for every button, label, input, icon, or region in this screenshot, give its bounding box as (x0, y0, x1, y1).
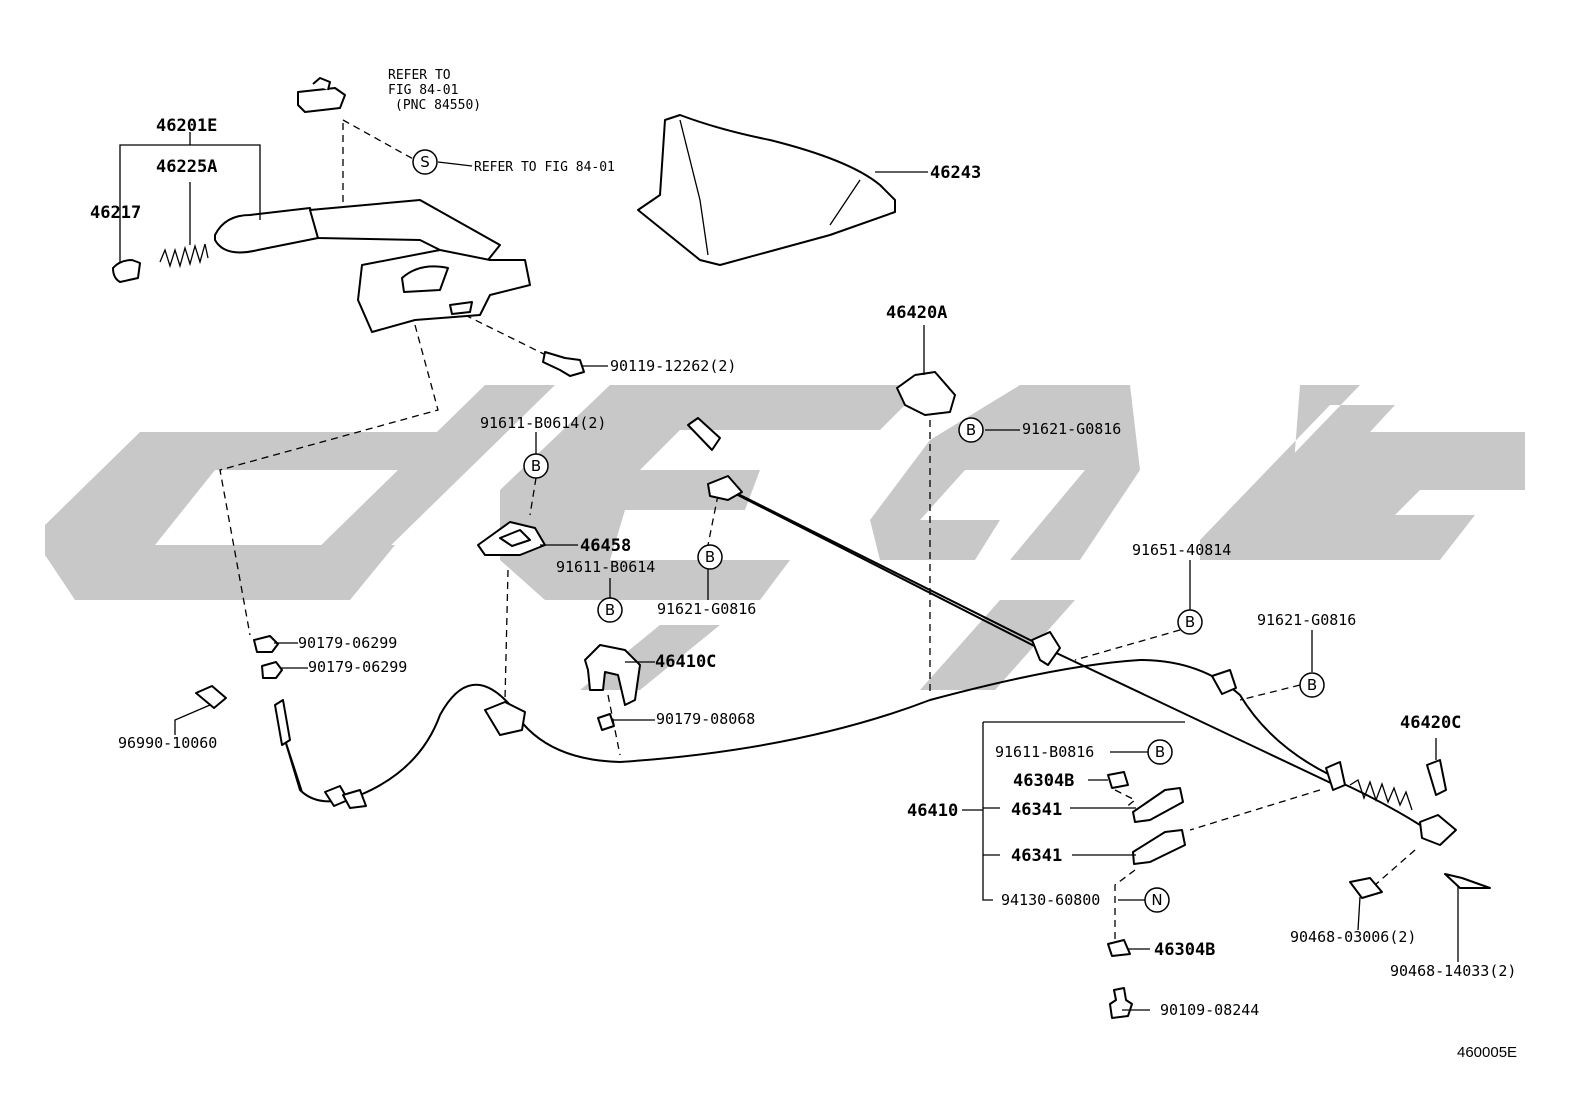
label-90179-b: 90179-06299 (308, 658, 407, 676)
label-46458: 46458 (580, 536, 631, 556)
cushion-46304B-bot (1107, 939, 1131, 957)
callout-b-1: B (958, 417, 984, 443)
label-46341-a: 46341 (1011, 800, 1062, 820)
bolt-90109 (1109, 987, 1133, 1019)
svg-text:N: N (1151, 891, 1162, 909)
nut-90179-b (261, 661, 283, 679)
label-91651: 91651-40814 (1132, 541, 1231, 559)
callout-b-4: B (597, 597, 623, 623)
bracket-46420A (896, 371, 956, 416)
clip-90468-03006 (1349, 877, 1383, 899)
equalizer (484, 701, 526, 736)
label-90468-03006: 90468-03006(2) (1290, 928, 1416, 946)
refer-note-line3: (PNC 84550) (395, 98, 481, 113)
refer-fig-note: REFER TO FIG 84-01 (474, 160, 615, 175)
label-90179-08068: 90179-08068 (656, 710, 755, 728)
callout-b-2: B (523, 453, 549, 479)
svg-text:B: B (1307, 676, 1317, 694)
label-91621-right: 91621-G0816 (1257, 611, 1356, 629)
clip-90468-14033 (1444, 873, 1491, 889)
callout-b-6: B (1299, 672, 1325, 698)
label-46243: 46243 (930, 163, 981, 183)
label-46217: 46217 (90, 203, 141, 223)
label-91611-b0614: 91611-B0614 (556, 558, 655, 576)
callout-b-3: B (697, 544, 723, 570)
label-46420A: 46420A (886, 303, 947, 323)
leader-lines (119, 132, 1459, 1011)
parts-drawings (112, 77, 1491, 1019)
cable-end-right (1419, 814, 1457, 846)
cushion-46304B-top (1107, 771, 1129, 789)
cable-end-left (687, 417, 721, 451)
refer-note-line2: FIG 84-01 (388, 83, 458, 98)
label-91611-b0816: 91611-B0816 (995, 743, 1094, 761)
knob (112, 259, 141, 283)
refer-note-line1: REFER TO (388, 68, 451, 83)
lever-bracket (357, 249, 531, 333)
label-46410C: 46410C (655, 652, 716, 672)
clip-96990 (195, 685, 227, 709)
label-91621-top: 91621-G0816 (1022, 420, 1121, 438)
reference-notes: REFER TO FIG 84-01 (PNC 84550) REFER TO … (388, 68, 615, 175)
label-46201E: 46201E (156, 116, 217, 136)
label-90179-a: 90179-06299 (298, 634, 397, 652)
diagram-code: 460005E (1457, 1044, 1517, 1061)
switch-part (297, 87, 346, 113)
assembly-dashed-lines (219, 119, 1416, 940)
label-96990: 96990-10060 (118, 734, 217, 752)
threaded-rod (274, 699, 291, 746)
callout-s: S (412, 149, 438, 175)
svg-text:B: B (966, 421, 976, 439)
callout-b-7: B (1147, 739, 1173, 765)
label-91621-mid: 91621-G0816 (657, 600, 756, 618)
label-46420C: 46420C (1400, 713, 1461, 733)
svg-text:B: B (605, 601, 615, 619)
label-46304B-top: 46304B (1013, 771, 1074, 791)
svg-text:B: B (1155, 743, 1165, 761)
plate-46341-b (1132, 829, 1186, 865)
bolt-90119 (542, 351, 585, 377)
label-90119: 90119-12262(2) (610, 357, 736, 375)
svg-text:B: B (531, 457, 541, 475)
label-46341-b: 46341 (1011, 846, 1062, 866)
lever-handle (214, 207, 319, 254)
svg-text:B: B (705, 548, 715, 566)
plate-46341-a (1132, 787, 1184, 823)
nut-90179-a (253, 635, 279, 653)
pin-46420C (1426, 759, 1447, 796)
callout-n: N (1144, 887, 1170, 913)
svg-text:B: B (1185, 613, 1195, 631)
label-46225A: 46225A (156, 157, 217, 177)
boot-46243 (637, 114, 896, 266)
spring (159, 243, 209, 269)
label-90468-14033: 90468-14033(2) (1390, 962, 1516, 980)
label-46304B-bot: 46304B (1154, 940, 1215, 960)
svg-text:S: S (420, 153, 430, 171)
clamp-46410C (584, 644, 641, 706)
label-91611-b0614-2: 91611-B0614(2) (480, 414, 606, 432)
label-46410: 46410 (907, 801, 958, 821)
label-94130: 94130-60800 (1001, 891, 1100, 909)
callout-b-5: B (1177, 609, 1203, 635)
callout-bubbles: S B B B B B B B N (412, 149, 1325, 913)
label-90109: 90109-08244 (1160, 1001, 1259, 1019)
part-labels: 46201E 46225A 46217 46243 90119-12262(2)… (90, 116, 1516, 1019)
